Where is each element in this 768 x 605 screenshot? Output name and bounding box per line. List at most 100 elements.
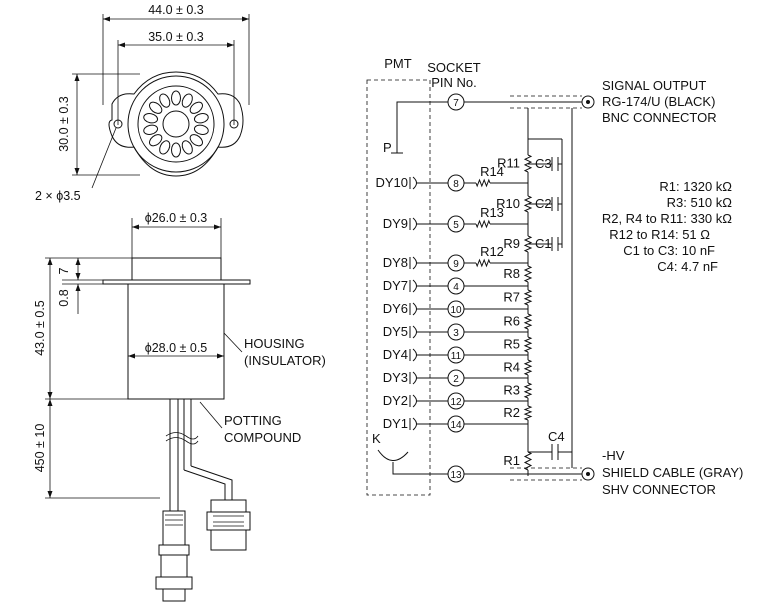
pin-14: 14 <box>447 415 465 433</box>
bnc-connector-drawing <box>155 510 193 602</box>
resistor-r6-label: R6 <box>503 314 520 329</box>
pin-hole <box>193 124 209 135</box>
resistor-r11-label: R11 <box>497 156 520 171</box>
dim-44: 44.0 ± 0.3 <box>148 3 204 17</box>
pin-anode-number: 7 <box>453 98 459 109</box>
socket-label: SOCKET <box>427 60 481 75</box>
pin-number: 12 <box>450 397 462 408</box>
bnc-label: BNC CONNECTOR <box>602 110 717 125</box>
pin-number: 11 <box>451 351 462 362</box>
housing-label-2: (INSULATOR) <box>244 353 326 368</box>
dim-35: 35.0 ± 0.3 <box>148 30 204 44</box>
dynode-row-dy10: DY10 8 R14 <box>375 164 528 192</box>
pin-4: 4 <box>447 277 465 295</box>
pin-hole <box>149 134 163 147</box>
pin-8: 8 <box>447 174 465 192</box>
value-r12-r14: R12 to R14: 51 Ω <box>609 227 710 242</box>
pin-holes <box>143 90 209 158</box>
pin-hole <box>143 124 159 135</box>
capacitor-c2-label: C2 <box>535 196 552 211</box>
pin-number: 14 <box>450 420 462 431</box>
value-c4: C4: 4.7 nF <box>657 259 718 274</box>
pin-hole <box>181 93 193 108</box>
pin-hole <box>189 134 203 147</box>
resistor-r10-label: R10 <box>496 196 520 211</box>
capacitor-c3-label: C3 <box>535 156 552 171</box>
resistor-r8-label: R8 <box>503 266 520 281</box>
resistor-r7-label: R7 <box>503 290 520 305</box>
pin-hole <box>159 93 171 108</box>
cathode-label: K <box>372 431 381 446</box>
pin-hole <box>171 142 181 158</box>
housing-label: HOUSING <box>244 336 305 351</box>
pin-anode: 7 <box>447 93 465 111</box>
shield-cable-label: SHIELD CABLE (GRAY) <box>602 465 743 480</box>
value-r2-r11: R2, R4 to R11: 330 kΩ <box>602 211 732 226</box>
dynode-label: DY1 <box>383 416 408 431</box>
pin-10: 10 <box>447 300 465 318</box>
dynode-row-dy3: DY3 2 <box>383 369 528 387</box>
pin-number: 2 <box>453 374 459 385</box>
dynode-label: DY9 <box>383 216 408 231</box>
socket-side-view: ϕ26.0 ± 0.3 7 0.8 43.0 ± 0.5 ϕ28.0 ± 0.5… <box>33 211 326 602</box>
dynode-row-dy9: DY9 5 R13 <box>383 205 528 233</box>
resistor-r2-label: R2 <box>503 405 520 420</box>
dim-450: 450 ± 10 <box>33 424 47 473</box>
value-c1-c3: C1 to C3: 10 nF <box>623 243 715 258</box>
pin-3: 3 <box>447 323 465 341</box>
socket-top-view: 44.0 ± 0.3 35.0 ± 0.3 30.0 ± 0.3 2 × ϕ3.… <box>35 3 250 203</box>
dim-holes: 2 × ϕ3.5 <box>35 189 81 203</box>
pin-hole <box>143 113 159 124</box>
dim-0-8: 0.8 <box>57 289 71 306</box>
resistor-label: R13 <box>480 205 504 220</box>
pin-number: 3 <box>453 328 459 339</box>
dim-30: 30.0 ± 0.3 <box>57 96 71 152</box>
component-values: R1: 1320 kΩ R3: 510 kΩ R2, R4 to R11: 33… <box>602 179 732 274</box>
pin-11: 11 <box>447 346 465 364</box>
dynode-label: DY2 <box>383 393 408 408</box>
dynode-label: DY4 <box>383 347 408 362</box>
pin-5: 5 <box>447 215 465 233</box>
dim-43: 43.0 ± 0.5 <box>33 300 47 356</box>
shv-connector-drawing <box>206 499 251 551</box>
pin-number: 10 <box>450 305 462 316</box>
anode-label: P <box>383 140 392 155</box>
resistor-r5-label: R5 <box>503 337 520 352</box>
pin-number: 9 <box>453 259 459 270</box>
dim-28: ϕ28.0 ± 0.5 <box>145 341 208 355</box>
potting-label: POTTING <box>224 413 282 428</box>
dynode-row-dy2: DY2 12 <box>383 392 528 410</box>
pin-hole <box>181 140 193 155</box>
value-r1: R1: 1320 kΩ <box>659 179 732 194</box>
pin-hole <box>149 101 163 114</box>
shv-label: SHV CONNECTOR <box>602 482 716 497</box>
pin-12: 12 <box>447 392 465 410</box>
hv-label: -HV <box>602 448 625 463</box>
pin-hole <box>193 113 209 124</box>
resistor-label: R14 <box>480 164 504 179</box>
c4-label: C4 <box>548 429 565 444</box>
pin-9: 9 <box>447 254 465 272</box>
resistor-r9-label: R9 <box>503 236 520 251</box>
socket-pin-label: PIN No. <box>431 75 477 90</box>
pin-number: 8 <box>453 179 459 190</box>
cable-type-label: RG-174/U (BLACK) <box>602 94 715 109</box>
potting-label-2: COMPOUND <box>224 430 301 445</box>
dynode-label: DY3 <box>383 370 408 385</box>
value-r3: R3: 510 kΩ <box>667 195 733 210</box>
signal-output-label: SIGNAL OUTPUT <box>602 78 706 93</box>
pin-hole <box>171 90 181 106</box>
pin-cathode-number: 13 <box>450 470 462 481</box>
voltage-divider-schematic: PMT SOCKET PIN No. P SIGNAL OUTPUT RG-17… <box>366 56 743 497</box>
pin-number: 4 <box>453 282 459 293</box>
dynode-label: DY5 <box>383 324 408 339</box>
dynode-row-dy1: DY1 14 <box>383 415 528 433</box>
resistor-label: R12 <box>480 244 504 259</box>
dynode-label: DY10 <box>375 175 408 190</box>
dynode-row-dy4: DY4 11 <box>383 346 528 364</box>
